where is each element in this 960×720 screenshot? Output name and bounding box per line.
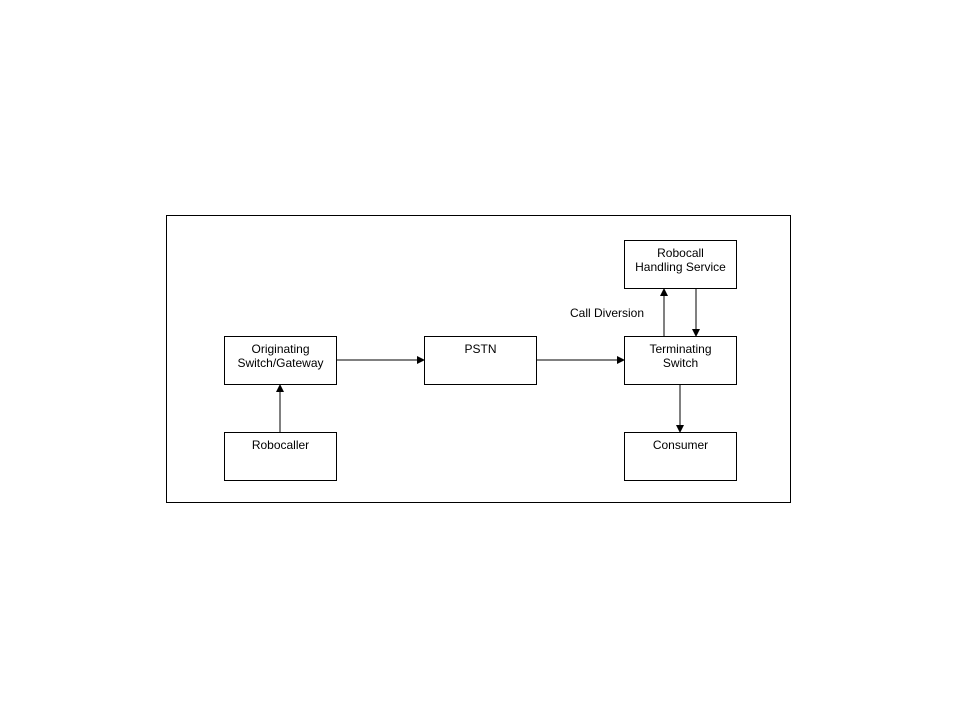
node-pstn: PSTN [424, 336, 537, 385]
node-label-line: PSTN [464, 342, 497, 356]
node-label-line: Originating [251, 342, 310, 356]
node-label-line: Terminating [649, 342, 712, 356]
node-originating-switch-gateway: Originating Switch/Gateway [224, 336, 337, 385]
node-consumer: Consumer [624, 432, 737, 481]
node-label-line: Switch [662, 356, 699, 370]
node-label-line: Robocaller [251, 438, 310, 452]
diagram-frame [166, 215, 791, 503]
node-label-line: Consumer [652, 438, 709, 452]
node-robocaller: Robocaller [224, 432, 337, 481]
node-terminating-switch: Terminating Switch [624, 336, 737, 385]
edge-label-call-diversion: Call Diversion [570, 306, 645, 320]
node-label-line: Robocall [657, 246, 704, 260]
node-label-line: Switch/Gateway [237, 356, 324, 370]
node-robocall-handling-service: Robocall Handling Service [624, 240, 737, 289]
node-label-line: Handling Service [635, 260, 726, 274]
